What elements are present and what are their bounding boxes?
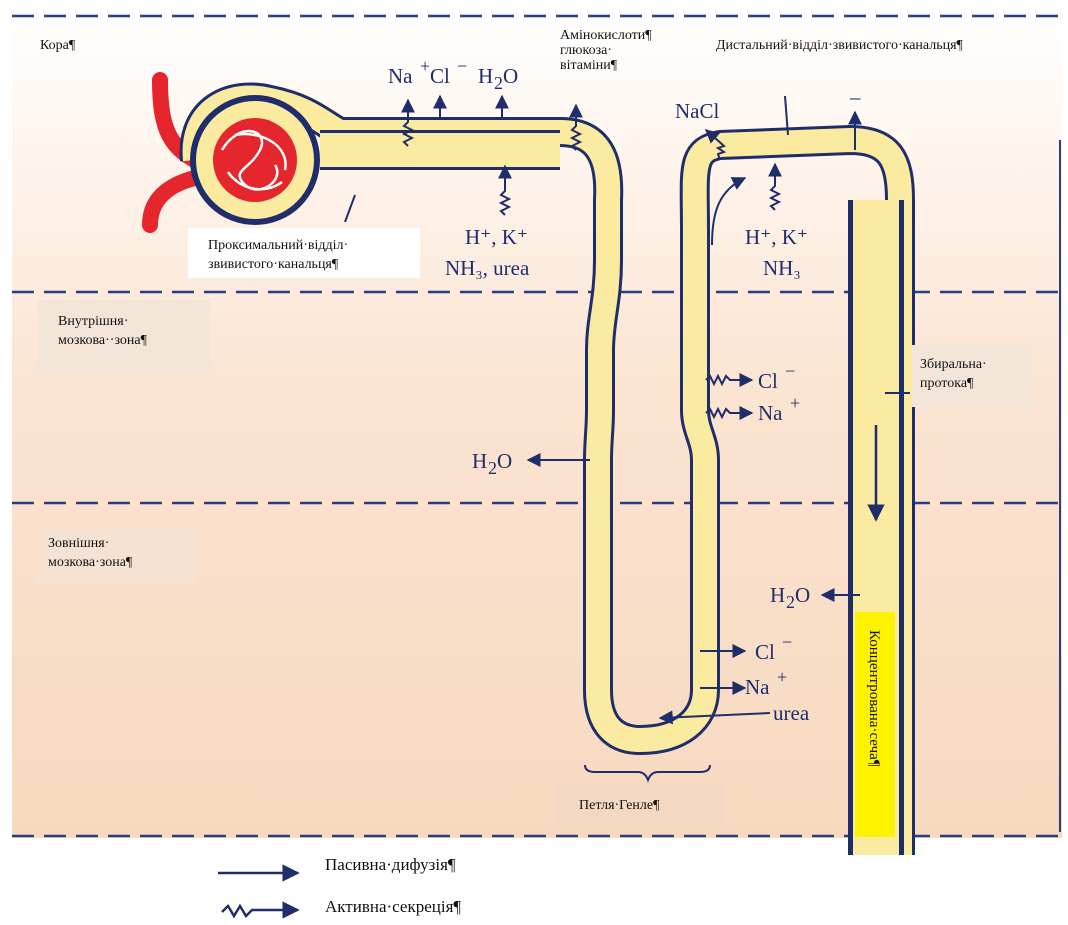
svg-text:−: − bbox=[785, 361, 795, 381]
proximal-label: Проксимальний·відділ· звивистого·канальц… bbox=[188, 228, 420, 278]
collecting-duct-line-2: протока¶ bbox=[920, 376, 973, 391]
svg-text:O: O bbox=[497, 449, 512, 473]
svg-text:Cl: Cl bbox=[755, 640, 775, 664]
svg-text:+: + bbox=[790, 393, 800, 413]
svg-text:−: − bbox=[457, 56, 467, 76]
cortex-label: Кора¶ bbox=[40, 38, 75, 53]
svg-text:+: + bbox=[420, 56, 430, 76]
svg-text:H: H bbox=[770, 583, 785, 607]
nutrients-line-2: глюкоза· bbox=[560, 43, 612, 58]
svg-text:+: + bbox=[777, 667, 787, 687]
distal-label: Дистальний·відділ·звивистого·канальця¶ bbox=[716, 38, 963, 53]
svg-text:Cl: Cl bbox=[758, 369, 778, 393]
legend-active-symbol bbox=[222, 906, 298, 916]
svg-text:2: 2 bbox=[494, 73, 503, 93]
legend-active-label: Активна·секреція¶ bbox=[325, 897, 461, 917]
svg-text:2: 2 bbox=[786, 592, 795, 612]
svg-text:H: H bbox=[478, 64, 493, 88]
ion-hk-dist: H⁺, K⁺ bbox=[745, 225, 808, 249]
inner-medulla-label: Внутрішня· мозкова··зона¶ bbox=[38, 300, 210, 374]
loop-henle-label: Петля·Генле¶ bbox=[555, 784, 725, 826]
loop-henle-text: Петля·Генле¶ bbox=[579, 798, 659, 813]
ion-hk-prox: H⁺, K⁺ bbox=[465, 225, 528, 249]
svg-text:O: O bbox=[795, 583, 810, 607]
inner-medulla-line-1: Внутрішня· bbox=[58, 314, 128, 329]
ion-nh3-urea: NH₃, urea bbox=[445, 256, 530, 280]
svg-text:2: 2 bbox=[488, 458, 497, 478]
ion-distal-secretion: – bbox=[849, 85, 861, 109]
outer-medulla-line-1: Зовнішня· bbox=[48, 536, 109, 551]
proximal-line-2: звивистого·канальця¶ bbox=[208, 257, 338, 272]
outer-medulla-label: Зовнішня· мозкова·зона¶ bbox=[38, 528, 198, 584]
proximal-line-1: Проксимальний·відділ· bbox=[208, 238, 348, 253]
svg-text:Na: Na bbox=[745, 675, 770, 699]
svg-text:H: H bbox=[472, 449, 487, 473]
svg-text:−: − bbox=[782, 632, 792, 652]
svg-text:O: O bbox=[503, 64, 518, 88]
collecting-duct-label: Збиральна· протока¶ bbox=[912, 345, 1032, 407]
collecting-duct-line-1: Збиральна· bbox=[920, 357, 987, 372]
svg-text:Cl: Cl bbox=[430, 64, 450, 88]
concentrated-urine-label: Концентрована·сеча¶ bbox=[866, 630, 882, 767]
nutrients-line-1: Амінокислоти¶ bbox=[560, 28, 652, 43]
outer-medulla-line-2: мозкова·зона¶ bbox=[48, 555, 132, 570]
svg-text:Na: Na bbox=[388, 64, 413, 88]
legend-passive-label: Пасивна·дифузія¶ bbox=[325, 855, 456, 875]
svg-text:Na: Na bbox=[758, 401, 783, 425]
nutrients-line-3: вітаміни¶ bbox=[560, 58, 617, 73]
ion-urea: urea bbox=[773, 701, 810, 725]
ion-nacl: NaCl bbox=[675, 99, 719, 123]
ion-nh3-dist: NH₃ bbox=[763, 256, 801, 280]
inner-medulla-line-2: мозкова··зона¶ bbox=[58, 333, 147, 348]
